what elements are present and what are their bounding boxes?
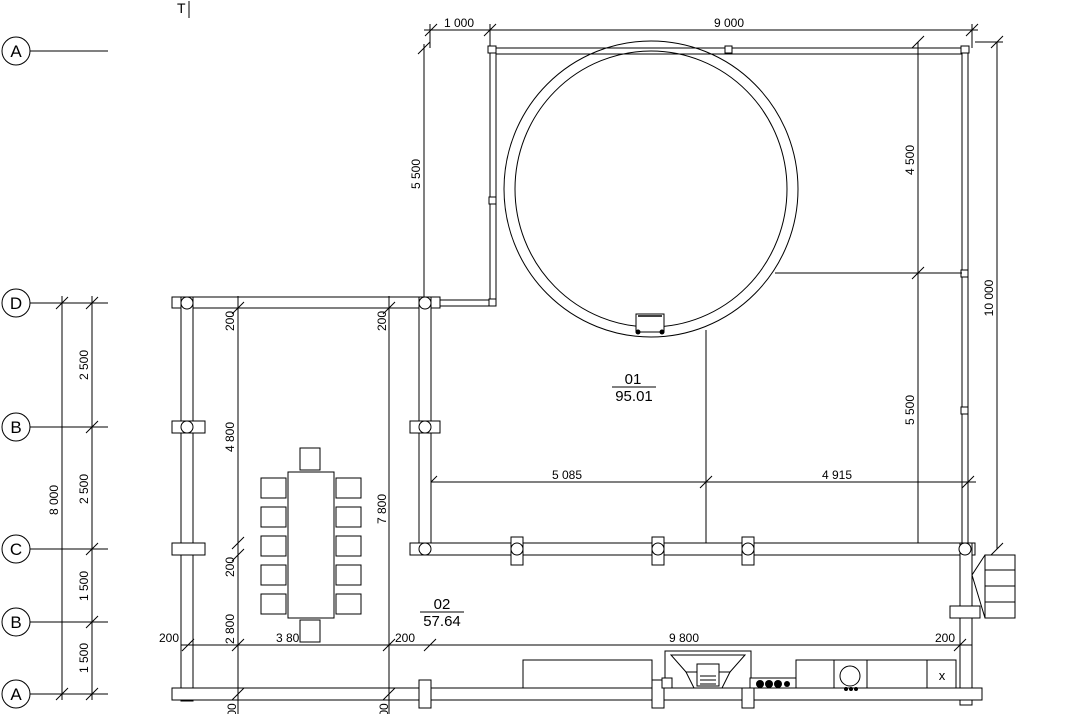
svg-text:200: 200 <box>223 311 237 331</box>
chair <box>260 477 287 499</box>
counter-right <box>795 659 957 689</box>
room-label-02: 02 57.64 <box>420 596 464 630</box>
room-label-01: 01 95.01 <box>612 371 656 405</box>
svg-text:01: 01 <box>625 371 642 388</box>
svg-text:1 500: 1 500 <box>77 643 91 673</box>
svg-text:1 500: 1 500 <box>77 571 91 601</box>
svg-text:9 800: 9 800 <box>669 631 699 645</box>
log-posts <box>180 296 972 709</box>
svg-text:10 000: 10 000 <box>982 279 996 316</box>
svg-text:9 000: 9 000 <box>714 16 744 30</box>
corner-mark: T <box>177 0 186 16</box>
pool-left-dimension: 5 500 <box>409 41 431 303</box>
svg-text:B: B <box>10 418 21 437</box>
svg-text:02: 02 <box>434 596 451 613</box>
svg-text:5 085: 5 085 <box>552 468 582 482</box>
svg-text:200: 200 <box>159 631 179 645</box>
svg-text:4 800: 4 800 <box>223 422 237 452</box>
right-dimension-chain: 4 500 5 500 10 000 <box>903 35 1004 556</box>
svg-text:200: 200 <box>223 557 237 577</box>
chair <box>335 477 362 499</box>
chair <box>335 535 362 557</box>
svg-text:200: 200 <box>395 631 415 645</box>
axis-marker-b-lower: B <box>1 607 108 637</box>
svg-text:4 500: 4 500 <box>903 145 917 175</box>
axis-marker-a-bottom: A <box>1 679 108 709</box>
svg-text:00: 00 <box>377 703 391 714</box>
svg-text:1 000: 1 000 <box>444 16 474 30</box>
entrance-steps <box>971 554 1016 619</box>
svg-text:B: B <box>10 613 21 632</box>
svg-text:2 800: 2 800 <box>223 614 237 644</box>
svg-text:4 915: 4 915 <box>822 468 852 482</box>
chair <box>335 564 362 586</box>
dining-table <box>287 471 335 619</box>
axis-marker-c: C <box>1 534 108 564</box>
chair <box>335 593 362 615</box>
dining-table-set <box>260 447 362 643</box>
svg-text:200: 200 <box>375 311 389 331</box>
svg-text:3 800: 3 800 <box>276 631 306 645</box>
pool-width-dimension: 5 085 4 915 <box>424 468 976 489</box>
svg-text:00: 00 <box>225 703 239 714</box>
kitchen-counters: x <box>522 650 957 691</box>
svg-text:8 000: 8 000 <box>47 485 61 515</box>
svg-text:57.64: 57.64 <box>423 613 461 630</box>
chair <box>335 506 362 528</box>
chair <box>260 593 287 615</box>
pool-fence <box>440 45 970 549</box>
chair <box>260 506 287 528</box>
svg-text:5 500: 5 500 <box>903 395 917 425</box>
chair <box>299 619 321 643</box>
axis-marker-d: D <box>1 288 108 318</box>
svg-text:2 500: 2 500 <box>77 474 91 504</box>
chair <box>260 564 287 586</box>
chair <box>299 447 321 471</box>
svg-text:7 800: 7 800 <box>375 494 389 524</box>
pool <box>503 40 799 549</box>
axis-marker-a-top: A <box>1 36 108 66</box>
fireplace-grill <box>664 650 752 689</box>
counter-left <box>522 659 653 689</box>
svg-text:A: A <box>10 685 22 704</box>
svg-text:200: 200 <box>935 631 955 645</box>
axis-marker-b-upper: B <box>1 412 108 442</box>
stove-burners <box>749 677 797 689</box>
svg-text:D: D <box>10 294 22 313</box>
chair <box>260 535 287 557</box>
svg-text:2 500: 2 500 <box>77 350 91 380</box>
pool-ladder <box>635 313 665 335</box>
lower-dimension-chain: 200 3 800 200 9 800 200 <box>159 631 972 652</box>
grid-dimension-chain: 2 500 2 500 1 500 1 500 8 000 <box>47 296 99 701</box>
svg-text:5 500: 5 500 <box>409 159 423 189</box>
sink-mark: x <box>939 668 946 683</box>
svg-text:C: C <box>10 540 22 559</box>
top-dimension-chain: 1 000 9 000 <box>424 16 979 48</box>
svg-text:A: A <box>10 42 22 61</box>
sink-bowl <box>839 665 861 691</box>
svg-text:95.01: 95.01 <box>615 388 653 405</box>
